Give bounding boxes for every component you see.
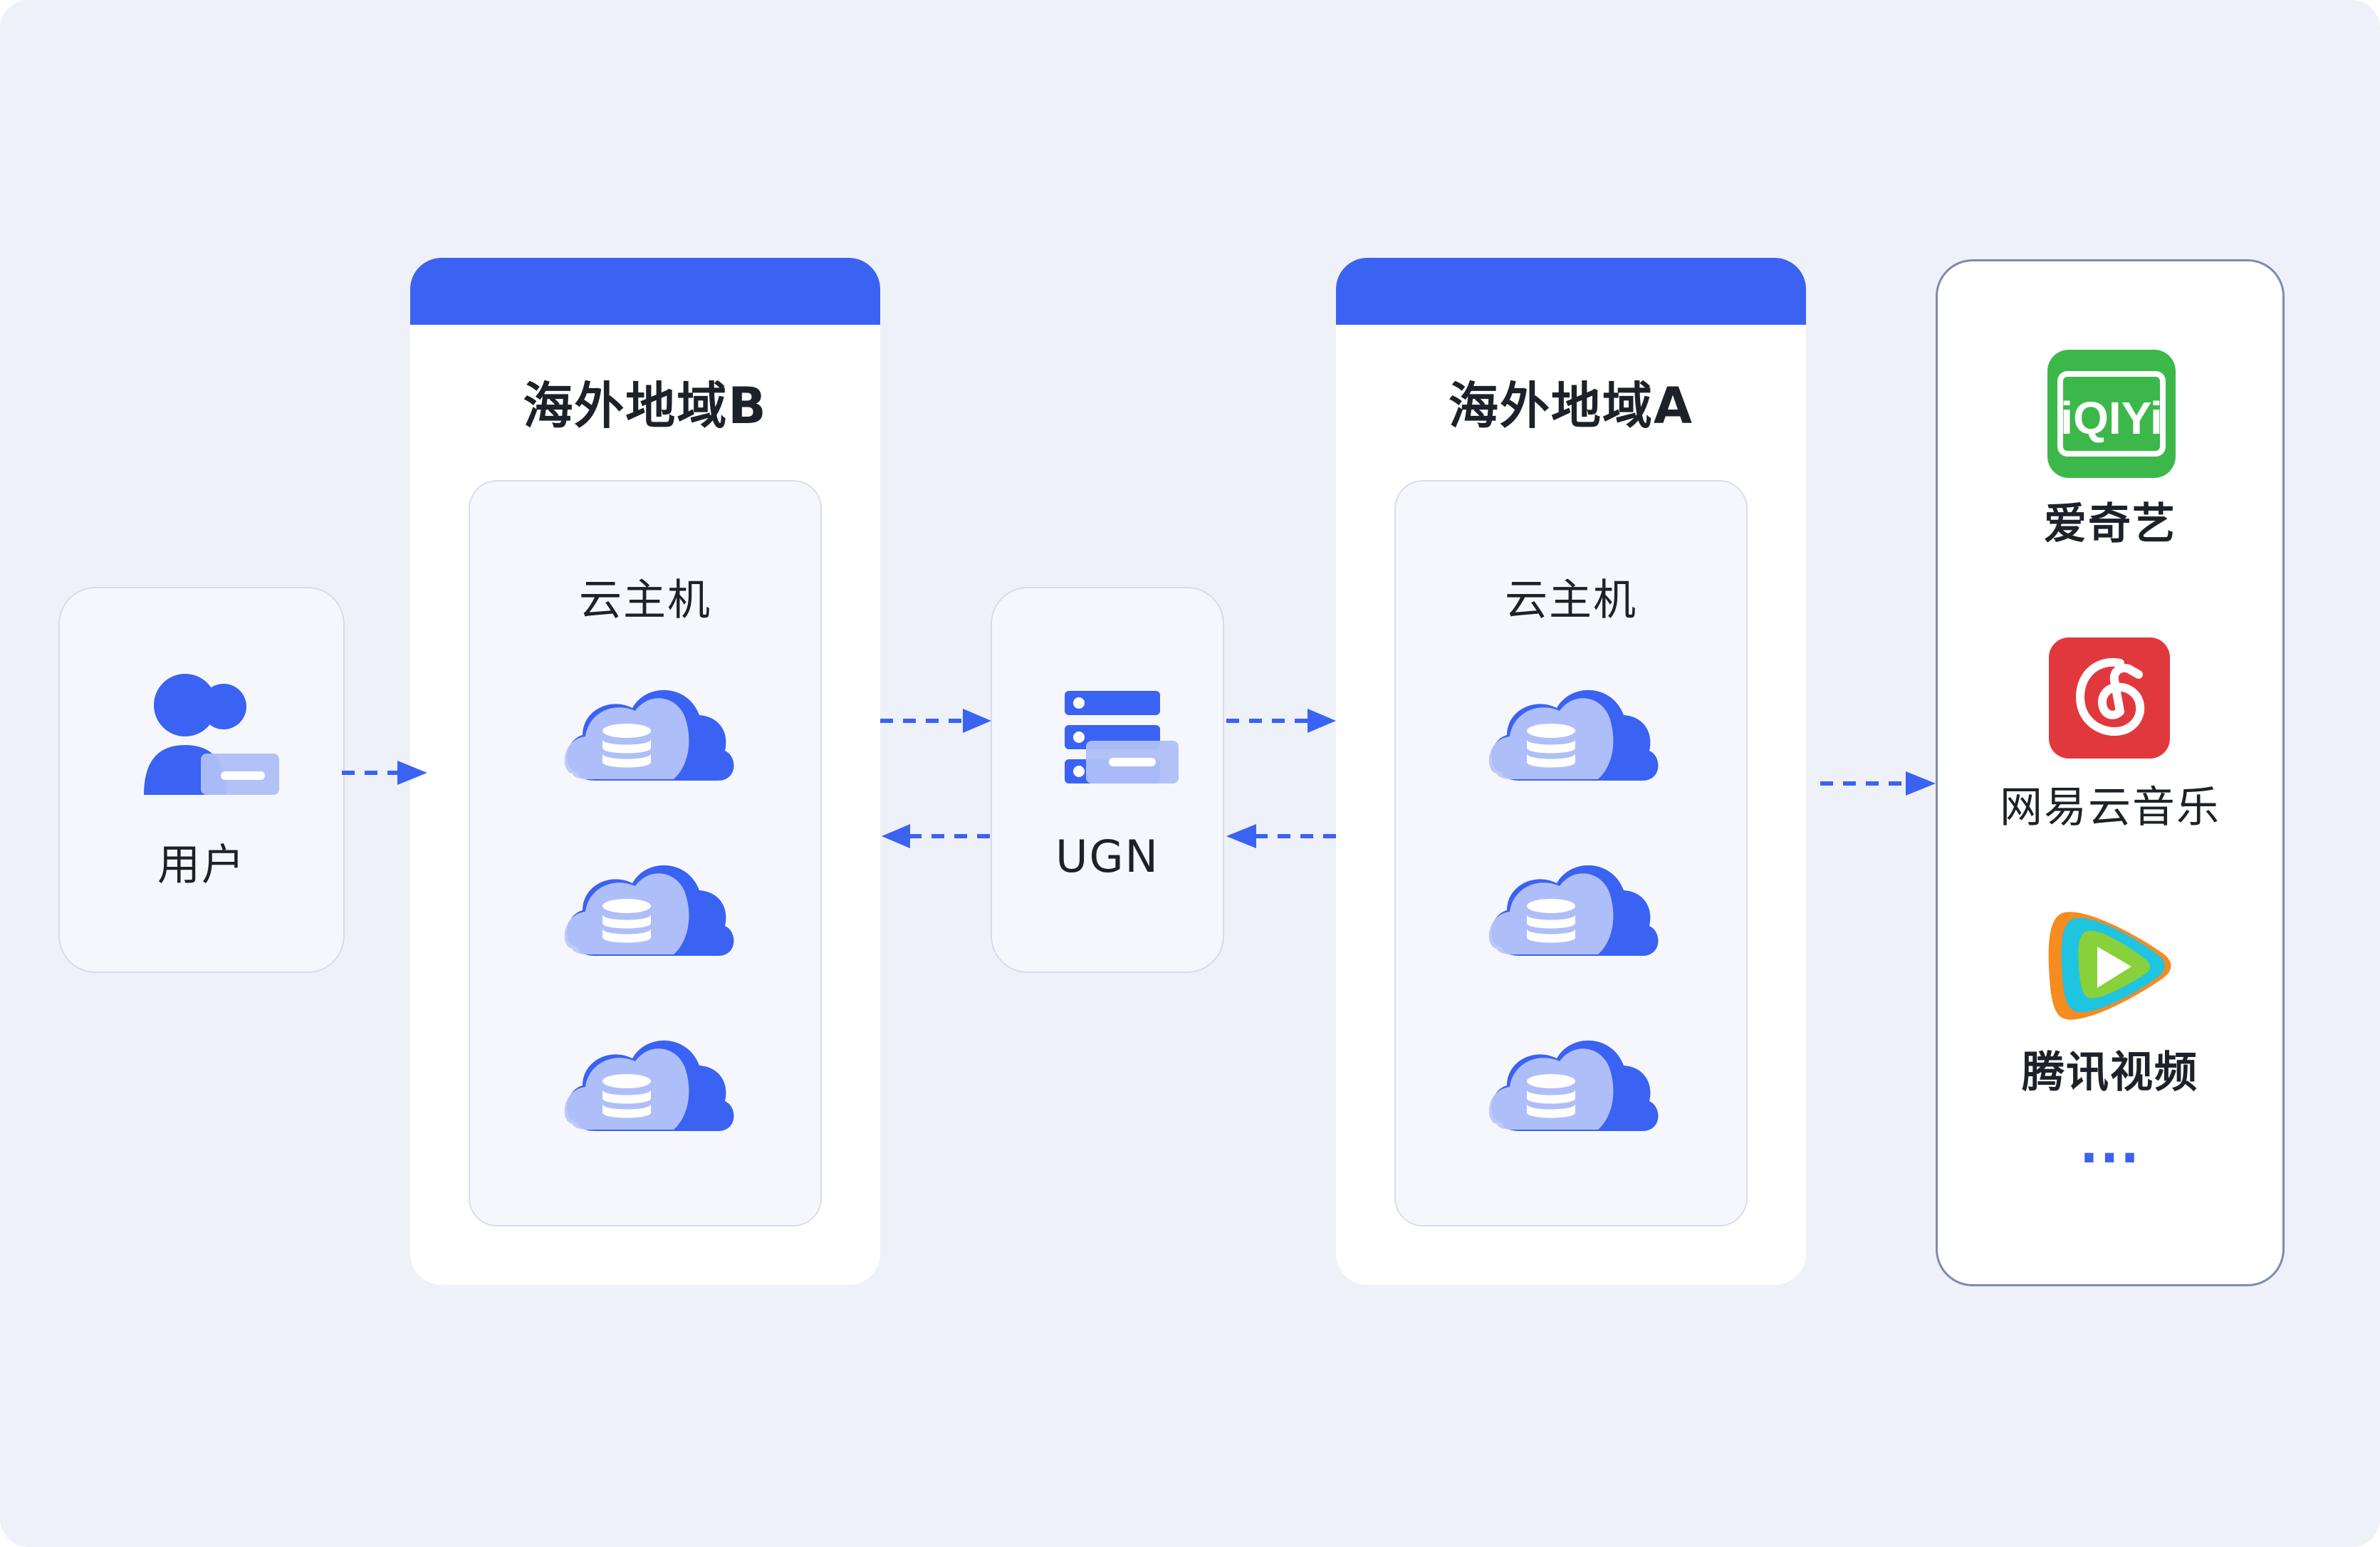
region-b-host-label: 云主机 xyxy=(579,575,711,625)
user-label: 用户 xyxy=(157,840,246,890)
arrowhead xyxy=(1308,709,1336,733)
app-label-tencent-video: 腾讯视频 xyxy=(2022,1048,2198,1098)
ugn-label: UGN xyxy=(1055,830,1159,882)
server-icon xyxy=(1065,691,1179,783)
region-a-header-bar xyxy=(1336,258,1806,325)
iqiyi-logo-text: iQIYi xyxy=(2060,392,2162,444)
region-a-host-label: 云主机 xyxy=(1505,575,1637,625)
apps-panel: iQIYi 爱奇艺 网易云音乐 腾讯视频 ... xyxy=(1936,259,2285,1286)
app-label-netease-music: 网易云音乐 xyxy=(2000,783,2220,833)
arrowhead xyxy=(397,761,427,785)
region-b-header-bar xyxy=(410,258,880,325)
region-a-title: 海外地域A xyxy=(1448,377,1694,435)
arrowhead xyxy=(1906,771,1936,796)
tencent-video-logo-icon xyxy=(2048,912,2171,1020)
arrowhead xyxy=(1226,824,1256,848)
region-b-title: 海外地域B xyxy=(523,377,768,435)
iqiyi-logo-icon: iQIYi xyxy=(2047,350,2176,478)
user-card: 用户 xyxy=(58,587,345,973)
app-label-iqiyi: 爱奇艺 xyxy=(2044,499,2176,549)
arrowhead xyxy=(963,709,991,733)
ugn-card: UGN xyxy=(991,587,1224,973)
arrowhead xyxy=(882,824,910,848)
more-apps-ellipsis: ... xyxy=(2079,1116,2141,1174)
netease-music-logo-icon xyxy=(2049,637,2170,759)
user-icon xyxy=(144,674,279,795)
